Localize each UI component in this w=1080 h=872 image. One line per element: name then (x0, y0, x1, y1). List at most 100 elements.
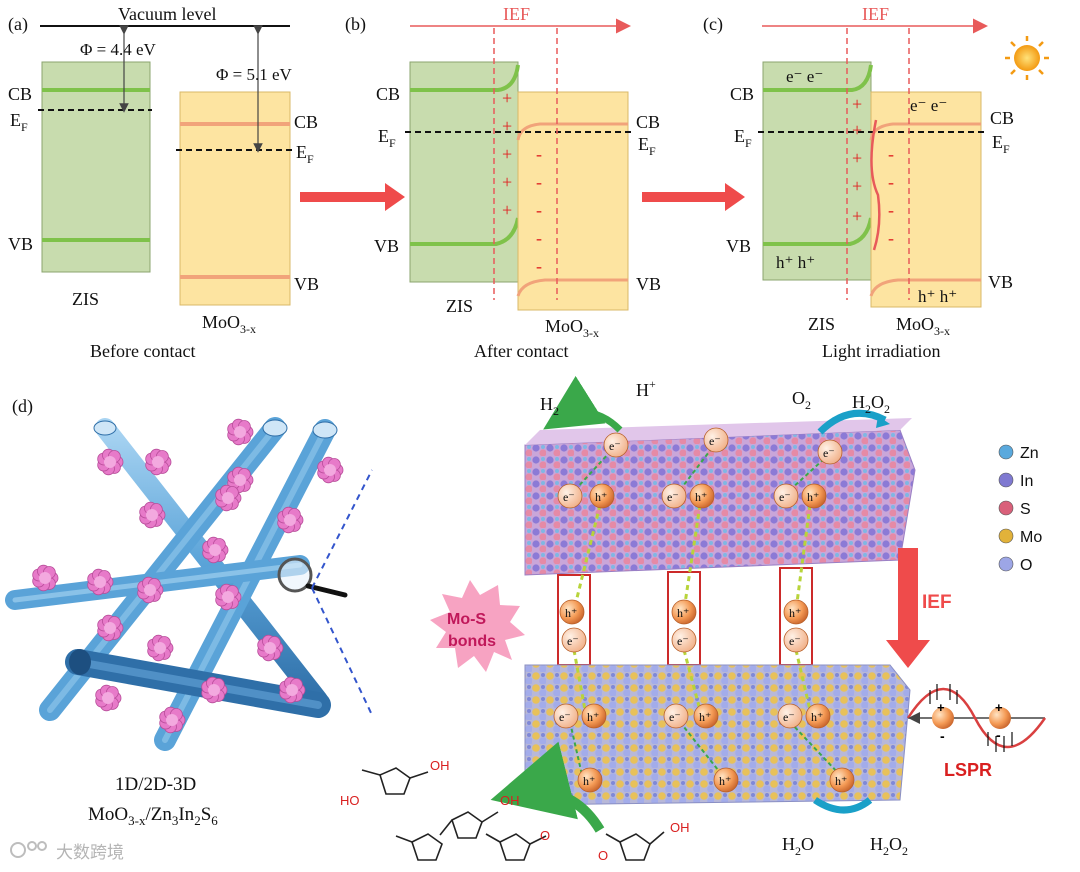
svg-text:h⁺: h⁺ (719, 774, 731, 788)
zis-ef-label: EF (10, 110, 28, 134)
electron-ball: e⁻ (664, 704, 688, 728)
hole-ball: h⁺ (694, 704, 718, 728)
nanoflower (138, 577, 163, 603)
nanoflower (96, 685, 121, 711)
moo3-cb-label-c: CB (990, 108, 1014, 128)
nanoflower (160, 707, 185, 733)
svg-text:+: + (502, 88, 512, 108)
lspr-label: LSPR (944, 760, 992, 780)
svg-text:e⁻: e⁻ (779, 490, 791, 504)
svg-text:h⁺: h⁺ (807, 490, 819, 504)
hole-ball: h⁺ (560, 600, 584, 624)
hole-ball: h⁺ (590, 484, 614, 508)
panel-c-label: (c) (703, 14, 723, 35)
electron-ball: e⁻ (562, 628, 586, 652)
transition-arrow-bc (642, 183, 745, 211)
svg-text:O: O (598, 848, 608, 863)
hole-ball: h⁺ (672, 600, 696, 624)
svg-text:e⁻: e⁻ (567, 634, 579, 648)
zis-cb-label: CB (8, 84, 32, 104)
moo3-label-c: MoO3-x (896, 314, 950, 338)
moo3-ef-label-c: EF (992, 132, 1010, 156)
nanoflower (203, 537, 228, 563)
structure-name-line1: 1D/2D-3D (115, 774, 196, 795)
moo3-cb-label: CB (294, 112, 318, 132)
svg-text:h⁺: h⁺ (789, 606, 801, 620)
svg-text:e⁻: e⁻ (709, 434, 721, 448)
panel-a: (a) Vacuum level Φ = 4.4 eV CB EF VB ZIS… (8, 4, 319, 361)
zis-lattice-slab (525, 430, 915, 575)
svg-text:OH: OH (430, 758, 450, 773)
electron-ball: e⁻ (672, 628, 696, 652)
svg-text:+: + (852, 206, 862, 226)
legend-item: S (999, 501, 1031, 518)
caption-before-contact: Before contact (90, 341, 195, 361)
panel-b-label: (b) (345, 14, 366, 35)
zis-label-c: ZIS (808, 314, 835, 334)
panel-c: (c) IEF + (703, 4, 1049, 361)
hole-ball: h⁺ (784, 600, 808, 624)
caption-after-contact: After contact (474, 341, 568, 361)
svg-text:-: - (536, 200, 542, 220)
moo3-electrons-c: e⁻ e⁻ (910, 96, 947, 115)
nanoflower (280, 677, 305, 703)
svg-text:e⁻: e⁻ (669, 710, 681, 724)
h2-evolution-arrow (555, 413, 620, 430)
lspr-illustration: + - + - LSPR (908, 684, 1045, 780)
legend-item: In (999, 473, 1033, 490)
svg-text:HO: HO (340, 793, 360, 808)
moo3-ef-label-b: EF (638, 134, 656, 158)
svg-text:+: + (502, 200, 512, 220)
sun-icon (1005, 36, 1049, 80)
hole-ball: h⁺ (802, 484, 826, 508)
svg-text:+: + (852, 94, 862, 114)
svg-text:h⁺: h⁺ (677, 606, 689, 620)
zis-cb-label-c: CB (730, 84, 754, 104)
nanoflower (216, 584, 241, 610)
panel-b: (b) IEF + + + + + - - - - - CB EF VB CB … (345, 4, 661, 361)
svg-text:Zn: Zn (1020, 445, 1039, 462)
zis-label-b: ZIS (446, 296, 473, 316)
svg-text:-: - (888, 144, 894, 164)
positive-charges-c: + + + + + (852, 94, 862, 226)
svg-text:h⁺: h⁺ (583, 774, 595, 788)
zis-holes-c: h⁺ h⁺ (776, 253, 815, 272)
ief-label-b: IEF (503, 4, 530, 24)
h2o2-bottom-label: H2O2 (870, 834, 908, 858)
hole-ball: h⁺ (690, 484, 714, 508)
electron-ball: e⁻ (704, 428, 728, 452)
svg-text:In: In (1020, 473, 1033, 490)
zoom-guide-upper (312, 470, 372, 588)
nanoflower (278, 507, 303, 533)
nanoflower (216, 485, 241, 511)
nanoflower (258, 635, 283, 661)
electron-ball: e⁻ (554, 704, 578, 728)
electron-ball: e⁻ (604, 433, 628, 457)
electron-ball: e⁻ (662, 484, 686, 508)
panel-a-label: (a) (8, 14, 28, 35)
transition-arrow-ab (300, 183, 405, 211)
phi-moo3-label: Φ = 5.1 eV (216, 65, 293, 84)
svg-text:OH: OH (500, 793, 520, 808)
svg-text:e⁻: e⁻ (559, 710, 571, 724)
moo3-label-b: MoO3-x (545, 316, 599, 340)
svg-text:-: - (536, 228, 542, 248)
svg-text:h⁺: h⁺ (595, 490, 607, 504)
svg-text:+: + (995, 700, 1003, 715)
svg-text:-: - (536, 144, 542, 164)
panel-d-mechanism: IEF Mo-S bonds H2 H+ O2 H2O2 H2O H2O2 (340, 377, 1045, 863)
svg-text:+: + (502, 172, 512, 192)
svg-text:-: - (996, 727, 1001, 743)
watermark-text: 大数跨境 (56, 843, 124, 862)
zis-vb-label-c: VB (726, 236, 751, 256)
svg-text:e⁻: e⁻ (677, 634, 689, 648)
svg-text:O: O (540, 828, 550, 843)
svg-text:+: + (937, 700, 945, 715)
ief-label-d: IEF (922, 592, 952, 613)
svg-text:-: - (536, 256, 542, 276)
hole-ball: h⁺ (830, 768, 854, 792)
zis-label-a: ZIS (72, 289, 99, 309)
svg-text:h⁺: h⁺ (835, 774, 847, 788)
